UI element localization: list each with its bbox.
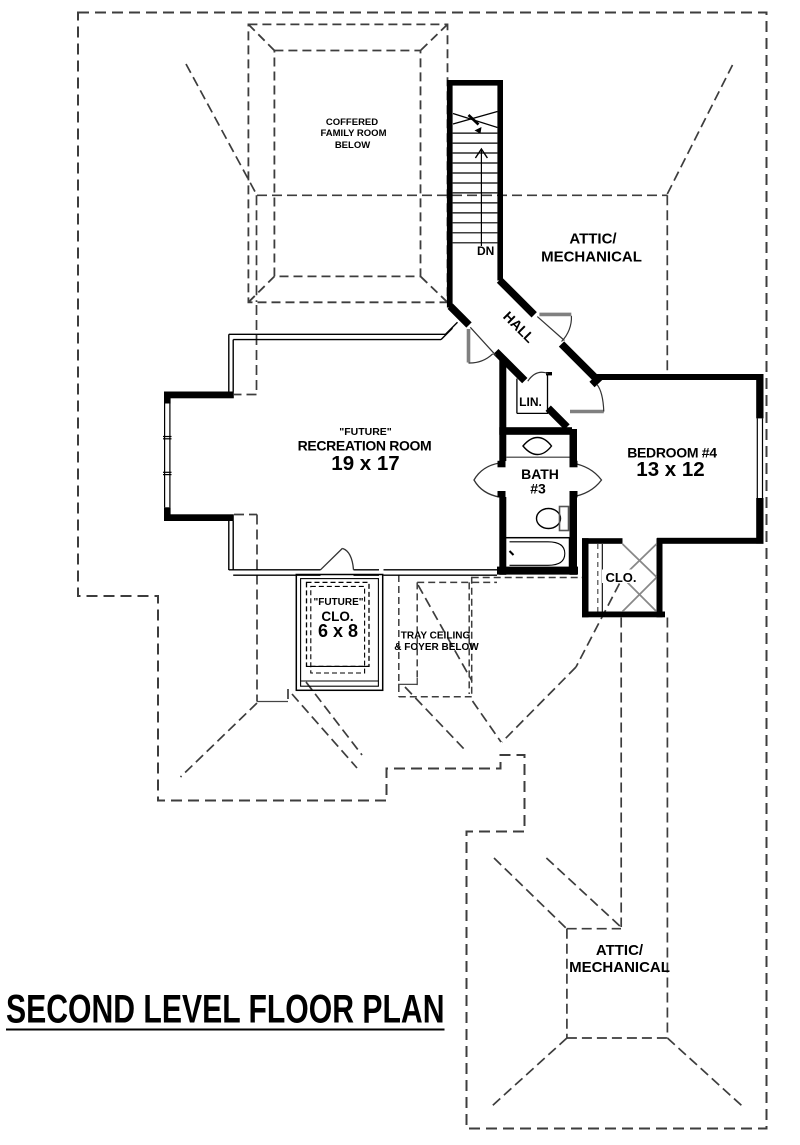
- svg-text:DN: DN: [477, 244, 494, 258]
- svg-text:BATH: BATH: [521, 466, 559, 482]
- svg-text:RECREATION ROOM: RECREATION ROOM: [298, 438, 432, 454]
- svg-text:& FOYER BELOW: & FOYER BELOW: [394, 642, 479, 653]
- svg-text:ATTIC/: ATTIC/: [569, 231, 617, 248]
- svg-text:BEDROOM #4: BEDROOM #4: [627, 445, 717, 461]
- svg-text:CLO.: CLO.: [605, 570, 636, 585]
- svg-text:#3: #3: [530, 481, 546, 497]
- svg-text:ATTIC/: ATTIC/: [596, 942, 644, 959]
- svg-text:"FUTURE": "FUTURE": [313, 597, 363, 608]
- svg-text:"FUTURE": "FUTURE": [339, 426, 392, 438]
- svg-text:TRAY CEILING: TRAY CEILING: [401, 631, 471, 642]
- svg-text:LIN.: LIN.: [519, 395, 542, 409]
- svg-text:6 x 8: 6 x 8: [318, 621, 358, 641]
- svg-text:MECHANICAL: MECHANICAL: [569, 959, 670, 976]
- svg-text:SECOND LEVEL FLOOR PLAN: SECOND LEVEL FLOOR PLAN: [6, 988, 445, 1032]
- svg-text:BELOW: BELOW: [335, 140, 370, 151]
- svg-text:COFFERED: COFFERED: [326, 117, 378, 128]
- svg-text:FAMILY ROOM: FAMILY ROOM: [321, 128, 387, 139]
- svg-text:CLO.: CLO.: [321, 609, 353, 624]
- svg-text:13 x 12: 13 x 12: [636, 458, 704, 481]
- svg-text:19 x 17: 19 x 17: [331, 452, 399, 475]
- svg-text:MECHANICAL: MECHANICAL: [541, 249, 642, 266]
